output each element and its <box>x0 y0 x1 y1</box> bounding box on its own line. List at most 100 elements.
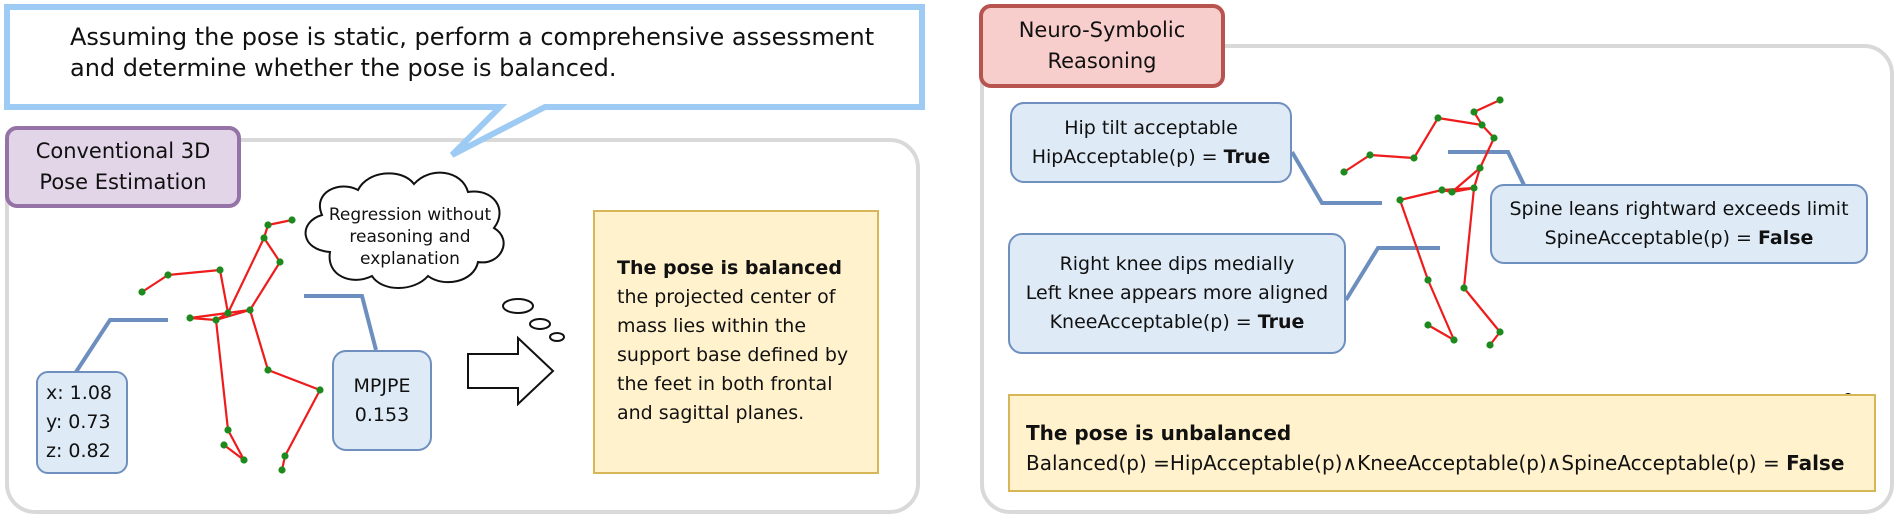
skeleton-bone <box>1441 186 1475 192</box>
skeleton-joint <box>278 466 286 474</box>
thought-cloud <box>304 171 565 342</box>
skeleton-joint <box>164 271 172 279</box>
skeleton-bone <box>248 309 270 371</box>
skeleton-bone <box>227 429 245 461</box>
skeleton-bone <box>1413 117 1439 159</box>
skeleton-bone <box>1473 99 1501 113</box>
prompt-line-2: and determine whether the pose is balanc… <box>70 54 617 82</box>
skeleton-joint <box>246 306 254 314</box>
skeleton-bone <box>1479 137 1495 169</box>
spine-box: Spine leans rightward exceeds limit Spin… <box>1490 184 1868 264</box>
skeleton-joint <box>1470 184 1478 192</box>
right-title-line-2: Reasoning <box>1047 49 1157 73</box>
skeleton-joint <box>1496 96 1504 104</box>
spine-line-2: SpineAcceptable(p) = False <box>1544 227 1814 249</box>
knee-line-3: KneeAcceptable(p) = True <box>1049 311 1305 333</box>
skeleton-joint <box>276 258 284 266</box>
right-arrow-icon <box>467 335 555 407</box>
skeleton-joint <box>1438 186 1446 194</box>
spine-value: False <box>1758 227 1814 249</box>
skeleton-bone <box>214 319 230 431</box>
skeleton-bone <box>284 389 321 457</box>
skeleton-joint <box>1448 188 1456 196</box>
left-connectors <box>74 294 378 374</box>
mpjpe-box: MPJPE 0.153 <box>332 350 432 451</box>
left-verdict-line-1: the projected center of <box>617 286 836 308</box>
mpjpe-value: 0.153 <box>354 403 410 426</box>
left-verdict-line-3: support base defined by <box>617 344 849 366</box>
right-verdict-title: The pose is unbalanced <box>1026 421 1292 445</box>
skeleton-joint <box>288 216 296 224</box>
thought-line-3: explanation <box>360 249 460 269</box>
coord-x: x: 1.08 <box>46 382 112 404</box>
knee-value: True <box>1257 311 1305 333</box>
prompt-line-1: Assuming the pose is static, perform a c… <box>70 23 875 51</box>
skeleton-joint <box>224 309 232 317</box>
skeleton-joint <box>1476 164 1484 172</box>
skeleton-joint <box>1450 336 1458 344</box>
skeleton-bone <box>227 237 265 314</box>
coords-box: x: 1.08 y: 0.73 z: 0.82 <box>36 371 128 474</box>
left-verdict-line-5: and sagittal planes. <box>617 402 805 424</box>
skeleton-joint <box>1478 121 1486 129</box>
skeleton-left <box>138 216 324 474</box>
right-title-line-1: Neuro-Symbolic <box>1018 18 1186 42</box>
skeleton-joint <box>1486 341 1494 349</box>
mpjpe-label: MPJPE <box>353 374 411 397</box>
skeleton-joint <box>1340 168 1348 176</box>
skeleton-joint <box>138 288 146 296</box>
skeleton-bone <box>1343 154 1371 173</box>
skeleton-bone <box>1399 188 1443 202</box>
knee-box: Right knee dips medially Left knee appea… <box>1008 233 1346 354</box>
skeleton-joint <box>1424 321 1432 329</box>
skeleton-bone <box>1369 153 1415 160</box>
hip-line-1: Hip tilt acceptable <box>1064 116 1238 139</box>
skeleton-bone <box>1462 187 1476 289</box>
connector-coords <box>74 318 168 374</box>
skeleton-bone <box>1426 279 1456 341</box>
prompt-text: Assuming the pose is static, perform a c… <box>70 22 910 84</box>
skeleton-bone <box>1437 116 1483 127</box>
skeleton-bone <box>267 368 321 392</box>
knee-line-2: Left knee appears more aligned <box>1025 282 1329 304</box>
connector-hip <box>1290 150 1382 205</box>
hip-line-2: HipAcceptable(p) = True <box>1031 145 1271 168</box>
right-panel-title: Neuro-Symbolic Reasoning <box>979 4 1225 88</box>
skeleton-bone <box>167 268 221 277</box>
skeleton-joint <box>240 456 248 464</box>
skeleton-bone <box>1427 324 1455 341</box>
skeleton-joint <box>212 316 220 324</box>
skeleton-bone <box>189 308 251 320</box>
skeleton-joint <box>224 426 232 434</box>
skeleton-bone <box>249 261 281 311</box>
skeleton-bone <box>189 316 217 322</box>
coord-y: y: 0.73 <box>46 411 111 433</box>
thought-line-1: Regression without <box>328 205 492 225</box>
thought-text: Regression without reasoning and explana… <box>320 204 500 270</box>
skeleton-bone <box>1463 287 1501 333</box>
skeleton-joint <box>316 386 324 394</box>
hip-value: True <box>1223 145 1271 168</box>
connector-knee <box>1344 246 1440 302</box>
skeleton-joint <box>1396 196 1404 204</box>
left-verdict-box: The pose is balanced the projected cente… <box>593 210 879 474</box>
right-connectors <box>1290 150 1526 302</box>
skeleton-bone <box>1451 167 1481 193</box>
skeleton-joint <box>1460 284 1468 292</box>
skeleton-bone <box>218 269 230 314</box>
skeleton-bone <box>267 218 293 227</box>
skeleton-joint <box>281 452 289 460</box>
left-title-line-1: Conventional 3D <box>35 139 211 163</box>
skeleton-bone <box>141 274 169 293</box>
skeleton-joint <box>264 221 272 229</box>
skeleton-joint <box>186 314 194 322</box>
coord-z: z: 0.82 <box>46 440 111 462</box>
left-verdict-title: The pose is balanced <box>617 257 842 279</box>
skeleton-joint <box>260 234 268 242</box>
right-verdict-formula: Balanced(p) =HipAcceptable(p)∧KneeAccept… <box>1026 451 1845 475</box>
left-verdict-line-4: the feet in both frontal <box>617 373 833 395</box>
skeleton-joint <box>264 366 272 374</box>
skeleton-joint <box>1410 154 1418 162</box>
right-verdict-value: False <box>1786 451 1845 475</box>
